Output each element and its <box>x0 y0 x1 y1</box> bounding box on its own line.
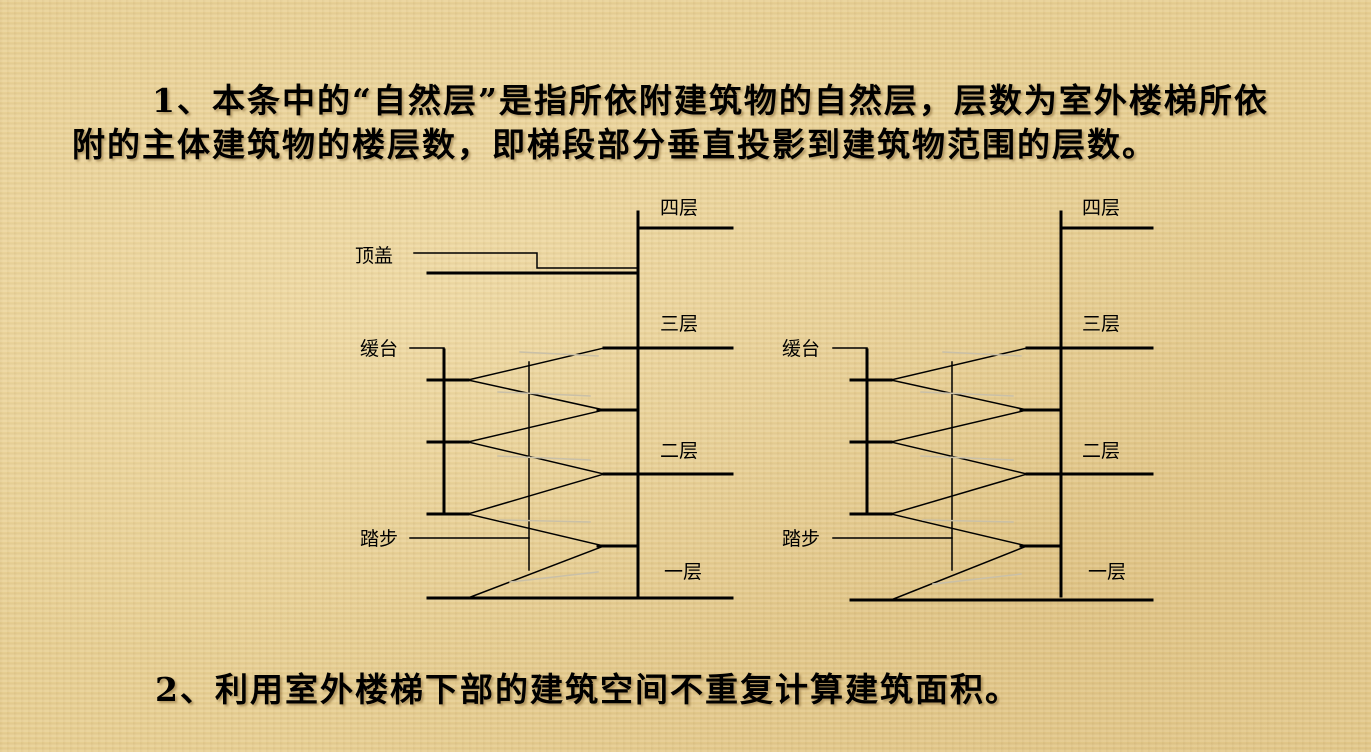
right-flight-3 <box>890 473 1028 515</box>
left-label-roof: 顶盖 <box>355 245 393 267</box>
right-tread-marks <box>920 351 1022 585</box>
right-flight-5 <box>890 409 1028 443</box>
left-label-floor1: 一层 <box>664 561 702 583</box>
left-label-floor4: 四层 <box>660 197 698 219</box>
right-flight-7 <box>890 347 1028 381</box>
left-flight-5 <box>467 409 605 443</box>
right-label-landing: 缓台 <box>782 338 820 360</box>
right-flight-6 <box>890 379 1028 411</box>
right-diagram-labels: 四层 三层 二层 一层 缓台 踏步 <box>782 197 1126 583</box>
left-label-landing: 缓台 <box>360 338 398 360</box>
left-roof-leader <box>413 252 639 269</box>
left-diagram-labels: 四层 三层 二层 一层 顶盖 缓台 踏步 <box>355 197 702 583</box>
paragraph-space-under-stairs: 2、利用室外楼梯下部的建筑空间不重复计算建筑面积。 <box>155 670 1020 709</box>
right-stair-diagram <box>832 210 1154 602</box>
left-label-floor2: 二层 <box>660 440 698 462</box>
left-tread-marks <box>497 351 599 583</box>
left-flight-3 <box>467 473 605 515</box>
left-label-floor3: 三层 <box>660 313 698 335</box>
left-flight-6 <box>467 379 605 411</box>
right-flight-2 <box>890 513 1028 547</box>
right-flight-1 <box>890 545 1028 601</box>
right-label-floor3: 三层 <box>1082 313 1120 335</box>
left-label-step: 踏步 <box>360 528 398 550</box>
right-label-floor2: 二层 <box>1082 440 1120 462</box>
right-label-floor4: 四层 <box>1082 197 1120 219</box>
left-flight-2 <box>467 513 605 547</box>
right-label-step: 踏步 <box>782 528 820 550</box>
left-flight-7 <box>467 347 605 381</box>
left-flight-1 <box>467 545 605 599</box>
paragraph-natural-floor: 1、本条中的“自然层”是指所依附建筑物的自然层，层数为室外楼梯所依附的主体建筑物… <box>72 81 1269 164</box>
right-label-floor1: 一层 <box>1088 561 1126 583</box>
left-stair-diagram <box>409 210 734 600</box>
